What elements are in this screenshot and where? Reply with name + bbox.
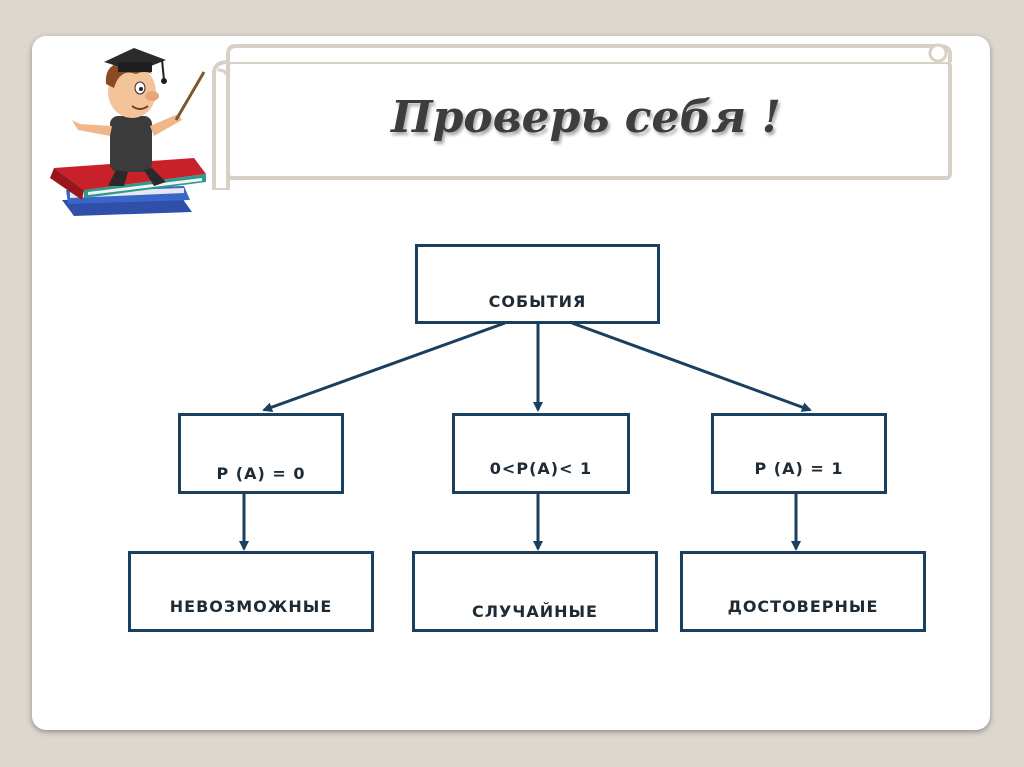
arrow-root-to-left: [264, 323, 505, 410]
arrow-root-to-right: [572, 323, 810, 410]
events-node: СОБЫТИЯ: [415, 244, 660, 324]
condition-label: Р (А) = 1: [714, 459, 884, 478]
result-node-certain: ДОСТОВЕРНЫЕ: [680, 551, 926, 632]
result-label: НЕВОЗМОЖНЫЕ: [131, 597, 371, 616]
condition-label: Р (А) = 0: [181, 464, 341, 483]
result-label: СЛУЧАЙНЫЕ: [415, 602, 655, 621]
condition-node-random: 0<Р(А)< 1: [452, 413, 630, 494]
condition-node-certain: Р (А) = 1: [711, 413, 887, 494]
result-label: ДОСТОВЕРНЫЕ: [683, 597, 923, 616]
result-node-impossible: НЕВОЗМОЖНЫЕ: [128, 551, 374, 632]
condition-node-impossible: Р (А) = 0: [178, 413, 344, 494]
condition-label: 0<Р(А)< 1: [455, 459, 627, 478]
events-label: СОБЫТИЯ: [418, 292, 657, 311]
result-node-random: СЛУЧАЙНЫЕ: [412, 551, 658, 632]
